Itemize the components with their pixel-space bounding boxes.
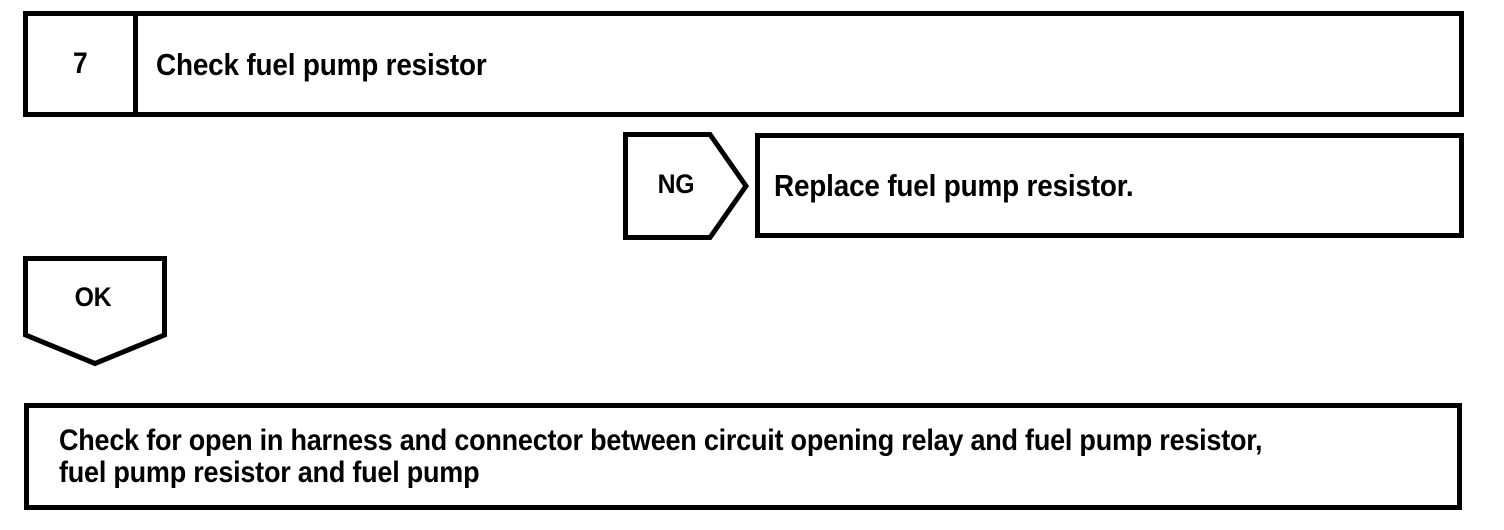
ok-result-text-line-1: Check for open in harness and connector … <box>59 423 1263 457</box>
step-box: 7 Check fuel pump resistor <box>23 11 1464 117</box>
ng-branch-arrow: NG <box>622 131 750 241</box>
arrow-right-pentagon-icon <box>623 132 750 240</box>
ok-result-box: Check for open in harness and connector … <box>24 403 1462 510</box>
ok-branch-label: OK <box>74 282 112 312</box>
ok-branch-arrow: OK <box>22 255 168 367</box>
step-number-cell: 7 <box>28 16 138 112</box>
ng-branch-label: NG <box>657 169 695 199</box>
step-number: 7 <box>73 47 88 80</box>
ng-result-text: Replace fuel pump resistor. <box>774 168 1134 203</box>
ok-result-text-line-2: fuel pump resistor and fuel pump <box>59 455 480 489</box>
step-title: Check fuel pump resistor <box>156 46 487 82</box>
arrow-down-pentagon-icon <box>23 256 167 367</box>
step-title-cell: Check fuel pump resistor <box>138 16 1459 112</box>
ng-result-box: Replace fuel pump resistor. <box>755 133 1464 238</box>
